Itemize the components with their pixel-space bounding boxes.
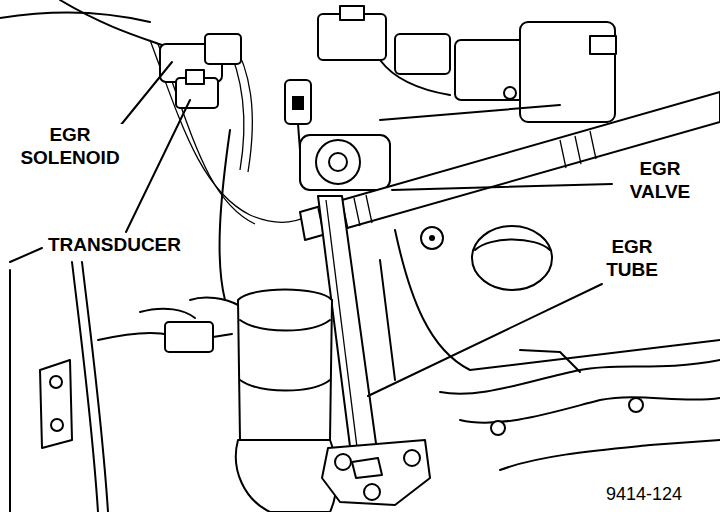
wire [98,333,170,340]
bolt [364,484,380,500]
part-label: EGR VALVE [614,158,706,204]
hose-ribs [318,131,596,236]
bolt-center [429,235,435,241]
cover [440,360,720,394]
manifold [380,260,395,380]
bracket [520,350,580,372]
leader-line [368,284,602,396]
part-label: EGR TUBE [592,236,672,282]
transducer-port [186,70,204,84]
bolt [335,454,351,470]
bolt [629,398,643,412]
rail [380,105,560,120]
cap [472,226,552,290]
bracket [40,360,72,448]
leader-line [10,248,42,262]
flange [322,440,430,505]
valve-body [300,135,390,190]
figure-number: 9414-124 [604,484,684,506]
bolt [491,421,505,435]
valve-stem [329,153,347,171]
part-label: EGR SOLENOID [2,124,138,170]
pipe [190,298,238,305]
manifold [395,230,720,370]
frame [9,270,11,512]
converter-band [240,320,330,331]
bolt [421,227,443,249]
hose [300,92,720,240]
connector [285,80,311,124]
bolt [51,419,63,431]
converter-band [240,380,330,391]
component [340,6,364,20]
cover [500,440,720,470]
cap-rim [475,240,550,251]
leader-line [120,62,172,126]
connector-slot [292,96,304,110]
wire [60,0,170,48]
component [455,40,525,100]
wire [82,262,108,512]
wire [213,334,232,337]
valve-diaphragm [316,140,360,184]
wire [380,60,450,95]
component [395,34,450,74]
wire [72,262,98,512]
component [590,36,616,54]
leader-line [392,184,612,190]
part-label: TRANSDUCER [46,234,183,257]
converter [238,290,332,452]
pipe [140,309,195,318]
manifold [220,130,230,300]
bolt [50,376,62,388]
cover [460,397,720,423]
connector [165,322,213,352]
wire [0,13,150,23]
bolt [404,450,420,466]
tube-end [352,458,382,478]
bolt [504,87,516,99]
solenoid-connector [205,34,241,64]
